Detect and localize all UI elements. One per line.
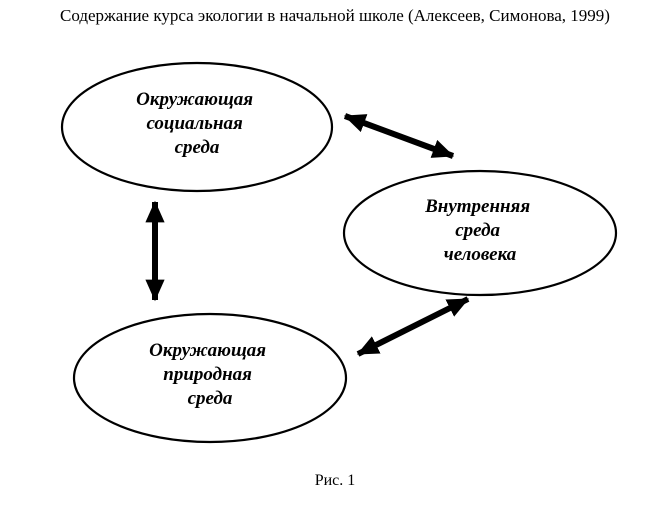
arrow-social-inner: [343, 113, 455, 159]
diagram-title: Содержание курса экологии в начальной шк…: [60, 6, 610, 25]
node-natural-ellipse: [72, 312, 348, 444]
node-inner-environment: Внутренняя среда человека: [342, 169, 618, 297]
node-natural-label: Окружающая природная среда: [149, 340, 271, 409]
node-social-ellipse: [60, 61, 334, 193]
node-natural-environment: Окружающая природная среда: [72, 312, 348, 444]
figure-caption: Рис. 1: [315, 472, 356, 489]
arrow-natural-inner: [356, 296, 470, 357]
node-social-environment: Окружающая социальная среда: [60, 61, 334, 193]
node-inner-label: Внутренняя среда человека: [424, 196, 535, 265]
node-social-label: Окружающая социальная среда: [136, 89, 258, 158]
node-inner-ellipse: [342, 169, 618, 297]
